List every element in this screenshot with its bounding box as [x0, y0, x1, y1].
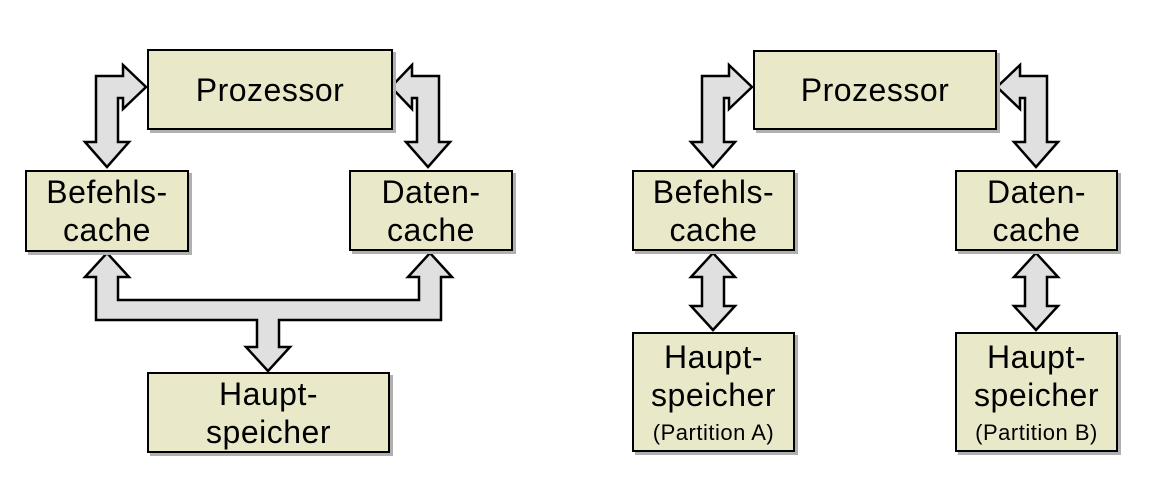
node-befehlscache-left: Befehls- cache [25, 170, 189, 252]
node-prozessor-left: Prozessor [147, 49, 393, 130]
node-prozessor-right: Prozessor [753, 50, 997, 130]
node-label: Prozessor [800, 72, 950, 108]
node-label-line2: cache [387, 211, 475, 248]
node-hauptspeicher-partition-b: Haupt- speicher (Partition B) [955, 332, 1118, 452]
node-label-line2: speicher [974, 376, 1099, 413]
node-hauptspeicher-shared: Haupt- speicher [147, 372, 390, 453]
connector-datencache-partitionB-icon [1011, 251, 1061, 332]
node-label: Prozessor [195, 71, 345, 108]
node-label-line2: speicher [651, 376, 776, 413]
node-label-line2: cache [669, 211, 758, 248]
node-sublabel-partition-a: (Partition A) [652, 419, 775, 445]
node-label-line1: Befehls- [652, 173, 775, 210]
node-datencache-left: Daten- cache [349, 170, 513, 251]
node-sublabel-partition-b: (Partition B) [975, 419, 1098, 445]
node-label-line1: Daten- [381, 173, 481, 210]
connector-hauptspeicher-caches-trident-icon [82, 251, 455, 373]
node-label-line1: Daten- [986, 173, 1087, 210]
node-datencache-right: Daten- cache [955, 170, 1118, 251]
connector-befehlscache-partitionA-icon [688, 251, 738, 332]
node-hauptspeicher-partition-a: Haupt- speicher (Partition A) [632, 332, 795, 452]
node-label-line1: Haupt- [218, 375, 319, 412]
node-label-line1: Befehls- [46, 174, 168, 210]
node-label-line1: Haupt- [986, 338, 1087, 375]
connector-prozessor-datencache-right-icon [995, 62, 1061, 169]
node-label-line1: Haupt- [663, 338, 764, 375]
node-label-line2: speicher [206, 413, 331, 450]
connector-prozessor-befehlscache-left-icon [82, 62, 148, 169]
node-label-line2: cache [63, 212, 151, 248]
connector-prozessor-befehlscache-right-icon [688, 62, 754, 169]
connector-prozessor-datencache-left-icon [389, 61, 453, 169]
node-befehlscache-right: Befehls- cache [632, 170, 795, 251]
node-label-line2: cache [992, 211, 1081, 248]
